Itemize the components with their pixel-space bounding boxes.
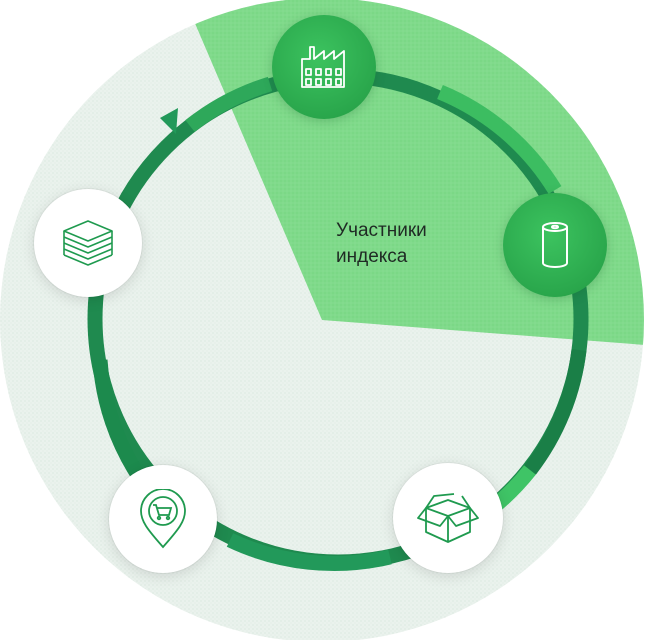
node-shop[interactable] [109,465,217,573]
open-box-icon [417,493,479,543]
node-factory[interactable] [272,15,376,119]
arrow-head [160,108,178,134]
node-paper-roll[interactable] [503,193,607,297]
node-paper-stack[interactable] [34,189,142,297]
shopping-cart-pin-icon [140,489,186,549]
sector-label-line2: индекса [336,246,408,267]
node-open-box[interactable] [393,463,503,573]
paper-roll-icon [542,222,568,268]
sector-label-line1: Участники [336,220,427,241]
factory-icon [301,46,345,88]
sector-label: Участники индекса [336,218,486,270]
paper-stack-icon [63,220,113,266]
